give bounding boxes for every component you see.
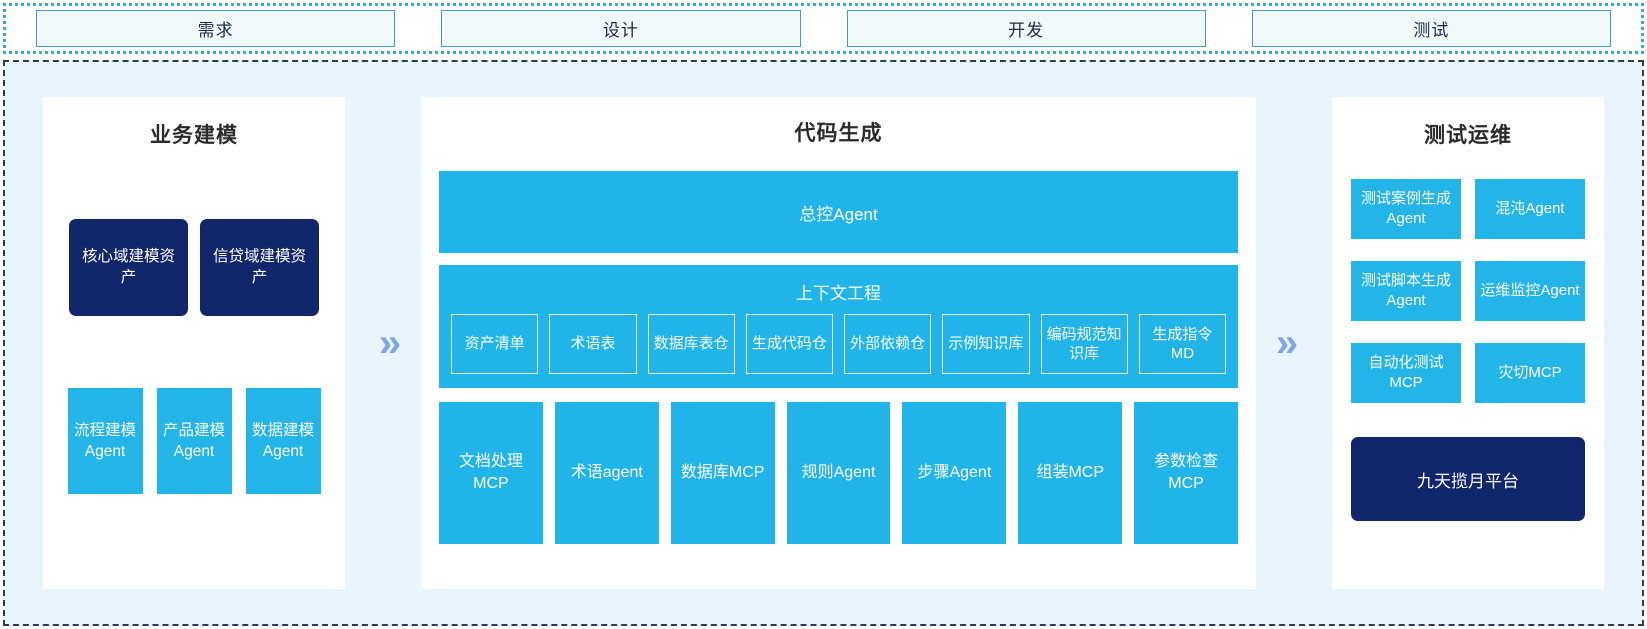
tool-database-mcp[interactable]: 数据库MCP — [670, 402, 775, 544]
context-item-generation-instruction-md[interactable]: 生成指令MD — [1138, 314, 1226, 374]
tool-document-processing-mcp[interactable]: 文档处理MCP — [439, 402, 543, 544]
right-panel-wrapper: 测试运维 测试案例生成Agent 混沌Agent 测试脚本生成Agent 运维监… — [1318, 62, 1642, 624]
context-item-asset-list[interactable]: 资产清单 — [451, 314, 539, 374]
testing-agent-row: 测试案例生成Agent 混沌Agent — [1351, 179, 1585, 239]
agent-operations-monitoring[interactable]: 运维监控Agent — [1475, 261, 1585, 321]
tool-assembly-mcp[interactable]: 组装MCP — [1018, 402, 1123, 544]
tool-parameter-check-mcp[interactable]: 参数检查MCP — [1134, 402, 1239, 544]
agent-data-modeling[interactable]: 数据建模Agent — [245, 388, 321, 494]
agent-process-modeling[interactable]: 流程建模Agent — [67, 388, 143, 494]
tool-row: 文档处理MCP 术语agent 数据库MCP 规则Agent 步骤Agent 组… — [439, 402, 1239, 544]
mcp-automated-testing[interactable]: 自动化测试MCP — [1351, 343, 1461, 403]
business-modeling-panel: 业务建模 核心域建模资产 信贷域建模资产 流程建模Agent 产品建模Agent… — [43, 97, 345, 589]
tool-step-agent[interactable]: 步骤Agent — [902, 402, 1007, 544]
agent-product-modeling[interactable]: 产品建模Agent — [156, 388, 232, 494]
left-panel-title: 业务建模 — [150, 124, 238, 147]
phase-tab-design[interactable]: 设计 — [441, 10, 801, 47]
chevron-right-icon-2: » — [1275, 321, 1299, 365]
code-generation-panel: 代码生成 总控Agent 上下文工程 资产清单 术语表 数据库表仓 生成代码仓 … — [421, 97, 1256, 589]
platform-jiutian-lanyue[interactable]: 九天揽月平台 — [1351, 437, 1585, 521]
agent-test-case-generation[interactable]: 测试案例生成Agent — [1351, 179, 1461, 239]
context-item-generated-code-repo[interactable]: 生成代码仓 — [745, 314, 833, 374]
modeling-agent-row: 流程建模Agent 产品建模Agent 数据建模Agent — [67, 388, 321, 494]
chevron-right-icon-1: » — [378, 321, 402, 365]
phase-tab-testing[interactable]: 测试 — [1251, 10, 1611, 47]
phase-tab-requirements[interactable]: 需求 — [36, 10, 396, 47]
tool-glossary-agent[interactable]: 术语agent — [554, 402, 659, 544]
context-engineering-block: 上下文工程 资产清单 术语表 数据库表仓 生成代码仓 外部依赖仓 示例知识库 编… — [439, 265, 1238, 388]
phase-bar: 需求 设计 开发 测试 — [3, 3, 1644, 54]
middle-panel-wrapper: 代码生成 总控Agent 上下文工程 资产清单 术语表 数据库表仓 生成代码仓 … — [421, 62, 1256, 624]
testing-agent-grid: 测试案例生成Agent 混沌Agent 测试脚本生成Agent 运维监控Agen… — [1351, 179, 1585, 403]
phase-label: 设计 — [602, 21, 639, 40]
diagram-canvas: 业务建模 核心域建模资产 信贷域建模资产 流程建模Agent 产品建模Agent… — [3, 60, 1644, 626]
context-item-coding-standard-knowledge-base[interactable]: 编码规范知识库 — [1040, 314, 1128, 374]
phase-label: 需求 — [197, 21, 234, 40]
context-item-external-dependency-repo[interactable]: 外部依赖仓 — [844, 314, 932, 374]
context-engineering-title: 上下文工程 — [796, 284, 881, 303]
tool-rule-agent[interactable]: 规则Agent — [786, 402, 891, 544]
asset-box-row: 核心域建模资产 信贷域建模资产 — [69, 219, 319, 316]
phase-tab-development[interactable]: 开发 — [846, 10, 1206, 47]
phase-label: 测试 — [1413, 21, 1450, 40]
master-control-agent[interactable]: 总控Agent — [439, 171, 1238, 253]
context-item-db-table-repo[interactable]: 数据库表仓 — [647, 314, 735, 374]
left-panel-wrapper: 业务建模 核心域建模资产 信贷域建模资产 流程建模Agent 产品建模Agent… — [5, 62, 359, 624]
middle-panel-title: 代码生成 — [794, 122, 883, 145]
agent-chaos[interactable]: 混沌Agent — [1475, 179, 1585, 239]
asset-box-core-domain[interactable]: 核心域建模资产 — [69, 219, 188, 316]
agent-test-script-generation[interactable]: 测试脚本生成Agent — [1351, 261, 1461, 321]
testing-agent-row: 测试脚本生成Agent 运维监控Agent — [1351, 261, 1585, 321]
asset-box-credit-domain[interactable]: 信贷域建模资产 — [200, 219, 319, 316]
context-item-glossary[interactable]: 术语表 — [549, 314, 637, 374]
right-panel-title: 测试运维 — [1424, 124, 1512, 147]
context-item-example-knowledge-base[interactable]: 示例知识库 — [942, 314, 1030, 374]
context-item-row: 资产清单 术语表 数据库表仓 生成代码仓 外部依赖仓 示例知识库 编码规范知识库… — [451, 314, 1226, 374]
testing-agent-row: 自动化测试MCP 灾切MCP — [1351, 343, 1585, 403]
testing-operations-panel: 测试运维 测试案例生成Agent 混沌Agent 测试脚本生成Agent 运维监… — [1332, 97, 1604, 589]
phase-label: 开发 — [1008, 21, 1045, 40]
mcp-disaster-switch[interactable]: 灾切MCP — [1475, 343, 1585, 403]
